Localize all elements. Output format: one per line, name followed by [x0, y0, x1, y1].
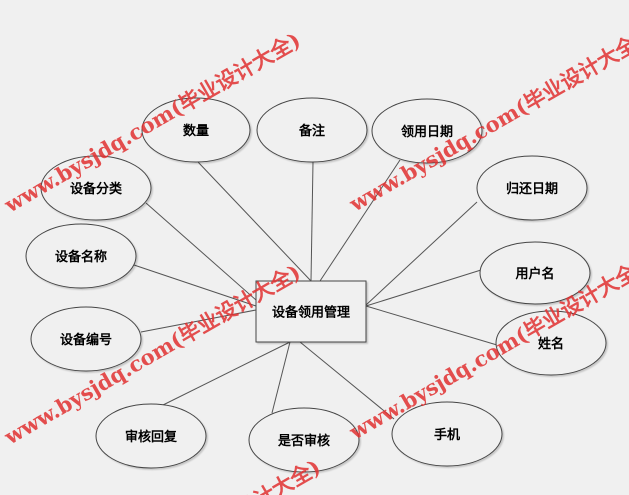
attribute-ellipse [30, 306, 142, 372]
attribute-label: 手机 [434, 427, 460, 443]
attribute-ellipse [141, 97, 251, 163]
attribute-label: 备注 [298, 123, 325, 139]
attribute-equipment-number: 设备编号 [30, 306, 142, 372]
attribute-username: 用户名 [479, 241, 591, 305]
edge-equipment-name [133, 264, 257, 307]
attribute-is-reviewed: 是否审核 [248, 407, 360, 473]
attribute-label: 用户名 [514, 266, 554, 282]
attribute-review-reply: 审核回复 [95, 403, 207, 469]
edge-remark [310, 161, 314, 282]
relationship-lines [133, 159, 498, 420]
attribute-ellipse [248, 407, 360, 473]
attribute-label: 设备编号 [60, 332, 112, 348]
attribute-ellipse [476, 155, 588, 221]
edge-review-reply [162, 341, 291, 406]
attribute-label: 姓名 [537, 336, 564, 352]
entity-rect [255, 280, 367, 343]
entity-label: 设备领用管理 [272, 305, 350, 321]
edge-username [365, 269, 482, 307]
attribute-label: 领用日期 [401, 124, 453, 140]
edge-quantity [197, 161, 312, 282]
attribute-ellipse [25, 223, 137, 289]
edge-equipment-category [145, 202, 257, 301]
attribute-ellipse [495, 310, 607, 376]
attribute-phone: 手机 [391, 401, 503, 467]
attribute-quantity: 数量 [141, 97, 251, 163]
attribute-ellipse [95, 403, 207, 469]
edge-full-name [365, 305, 498, 346]
attribute-equipment-name: 设备名称 [25, 223, 137, 289]
attribute-borrow-date: 领用日期 [371, 98, 483, 164]
attribute-label: 归还日期 [506, 181, 558, 197]
attribute-equipment-category: 设备分类 [40, 155, 152, 221]
attribute-full-name: 姓名 [495, 310, 607, 376]
attribute-label: 审核回复 [125, 429, 178, 445]
attribute-remark: 备注 [256, 97, 368, 163]
attribute-label: 设备名称 [55, 249, 107, 265]
attribute-label: 是否审核 [277, 433, 330, 449]
edge-borrow-date [319, 159, 401, 282]
attribute-ellipse [371, 98, 483, 164]
attribute-ellipse [256, 97, 368, 163]
edge-equipment-number [140, 309, 257, 333]
edge-return-date [365, 201, 478, 306]
attribute-ellipse [40, 155, 152, 221]
attribute-return-date: 归还日期 [476, 155, 588, 221]
attribute-label: 数量 [183, 123, 209, 139]
entity-box: 设备领用管理 [255, 280, 367, 343]
attribute-label: 设备分类 [70, 181, 123, 197]
attribute-ellipse [479, 241, 591, 305]
edge-is-reviewed [271, 341, 291, 414]
edge-phone [299, 341, 395, 420]
attribute-ellipse [391, 401, 503, 467]
